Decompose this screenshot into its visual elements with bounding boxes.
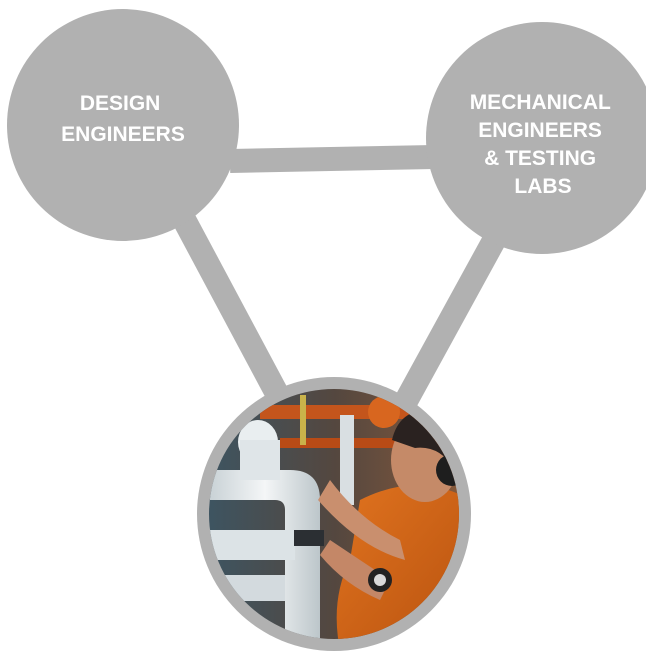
node-design-label: DESIGN ENGINEERS xyxy=(61,92,185,146)
node-mechanical-circle xyxy=(426,22,646,254)
edge-design-mechanical xyxy=(229,145,435,173)
node-design-engineers: DESIGN ENGINEERS xyxy=(7,9,239,241)
connector-lines xyxy=(169,145,508,424)
node-mechanical-engineers: MECHANICAL ENGINEERS & TESTING LABS xyxy=(426,22,646,254)
node-mechanical-line-2: ENGINEERS xyxy=(478,119,602,142)
node-design-line-1: DESIGN xyxy=(80,92,161,115)
edge-design-technician xyxy=(169,206,301,424)
node-mechanical-line-4: LABS xyxy=(514,175,571,198)
node-design-line-2: ENGINEERS xyxy=(61,123,185,146)
node-mechanical-line-3: & TESTING xyxy=(484,147,596,170)
node-mechanical-label: MECHANICAL ENGINEERS & TESTING LABS xyxy=(470,91,617,198)
edge-mechanical-technician xyxy=(389,229,508,418)
node-design-circle xyxy=(7,9,239,241)
node-mechanical-line-1: MECHANICAL xyxy=(470,91,611,114)
node-technician-photo xyxy=(197,377,471,651)
